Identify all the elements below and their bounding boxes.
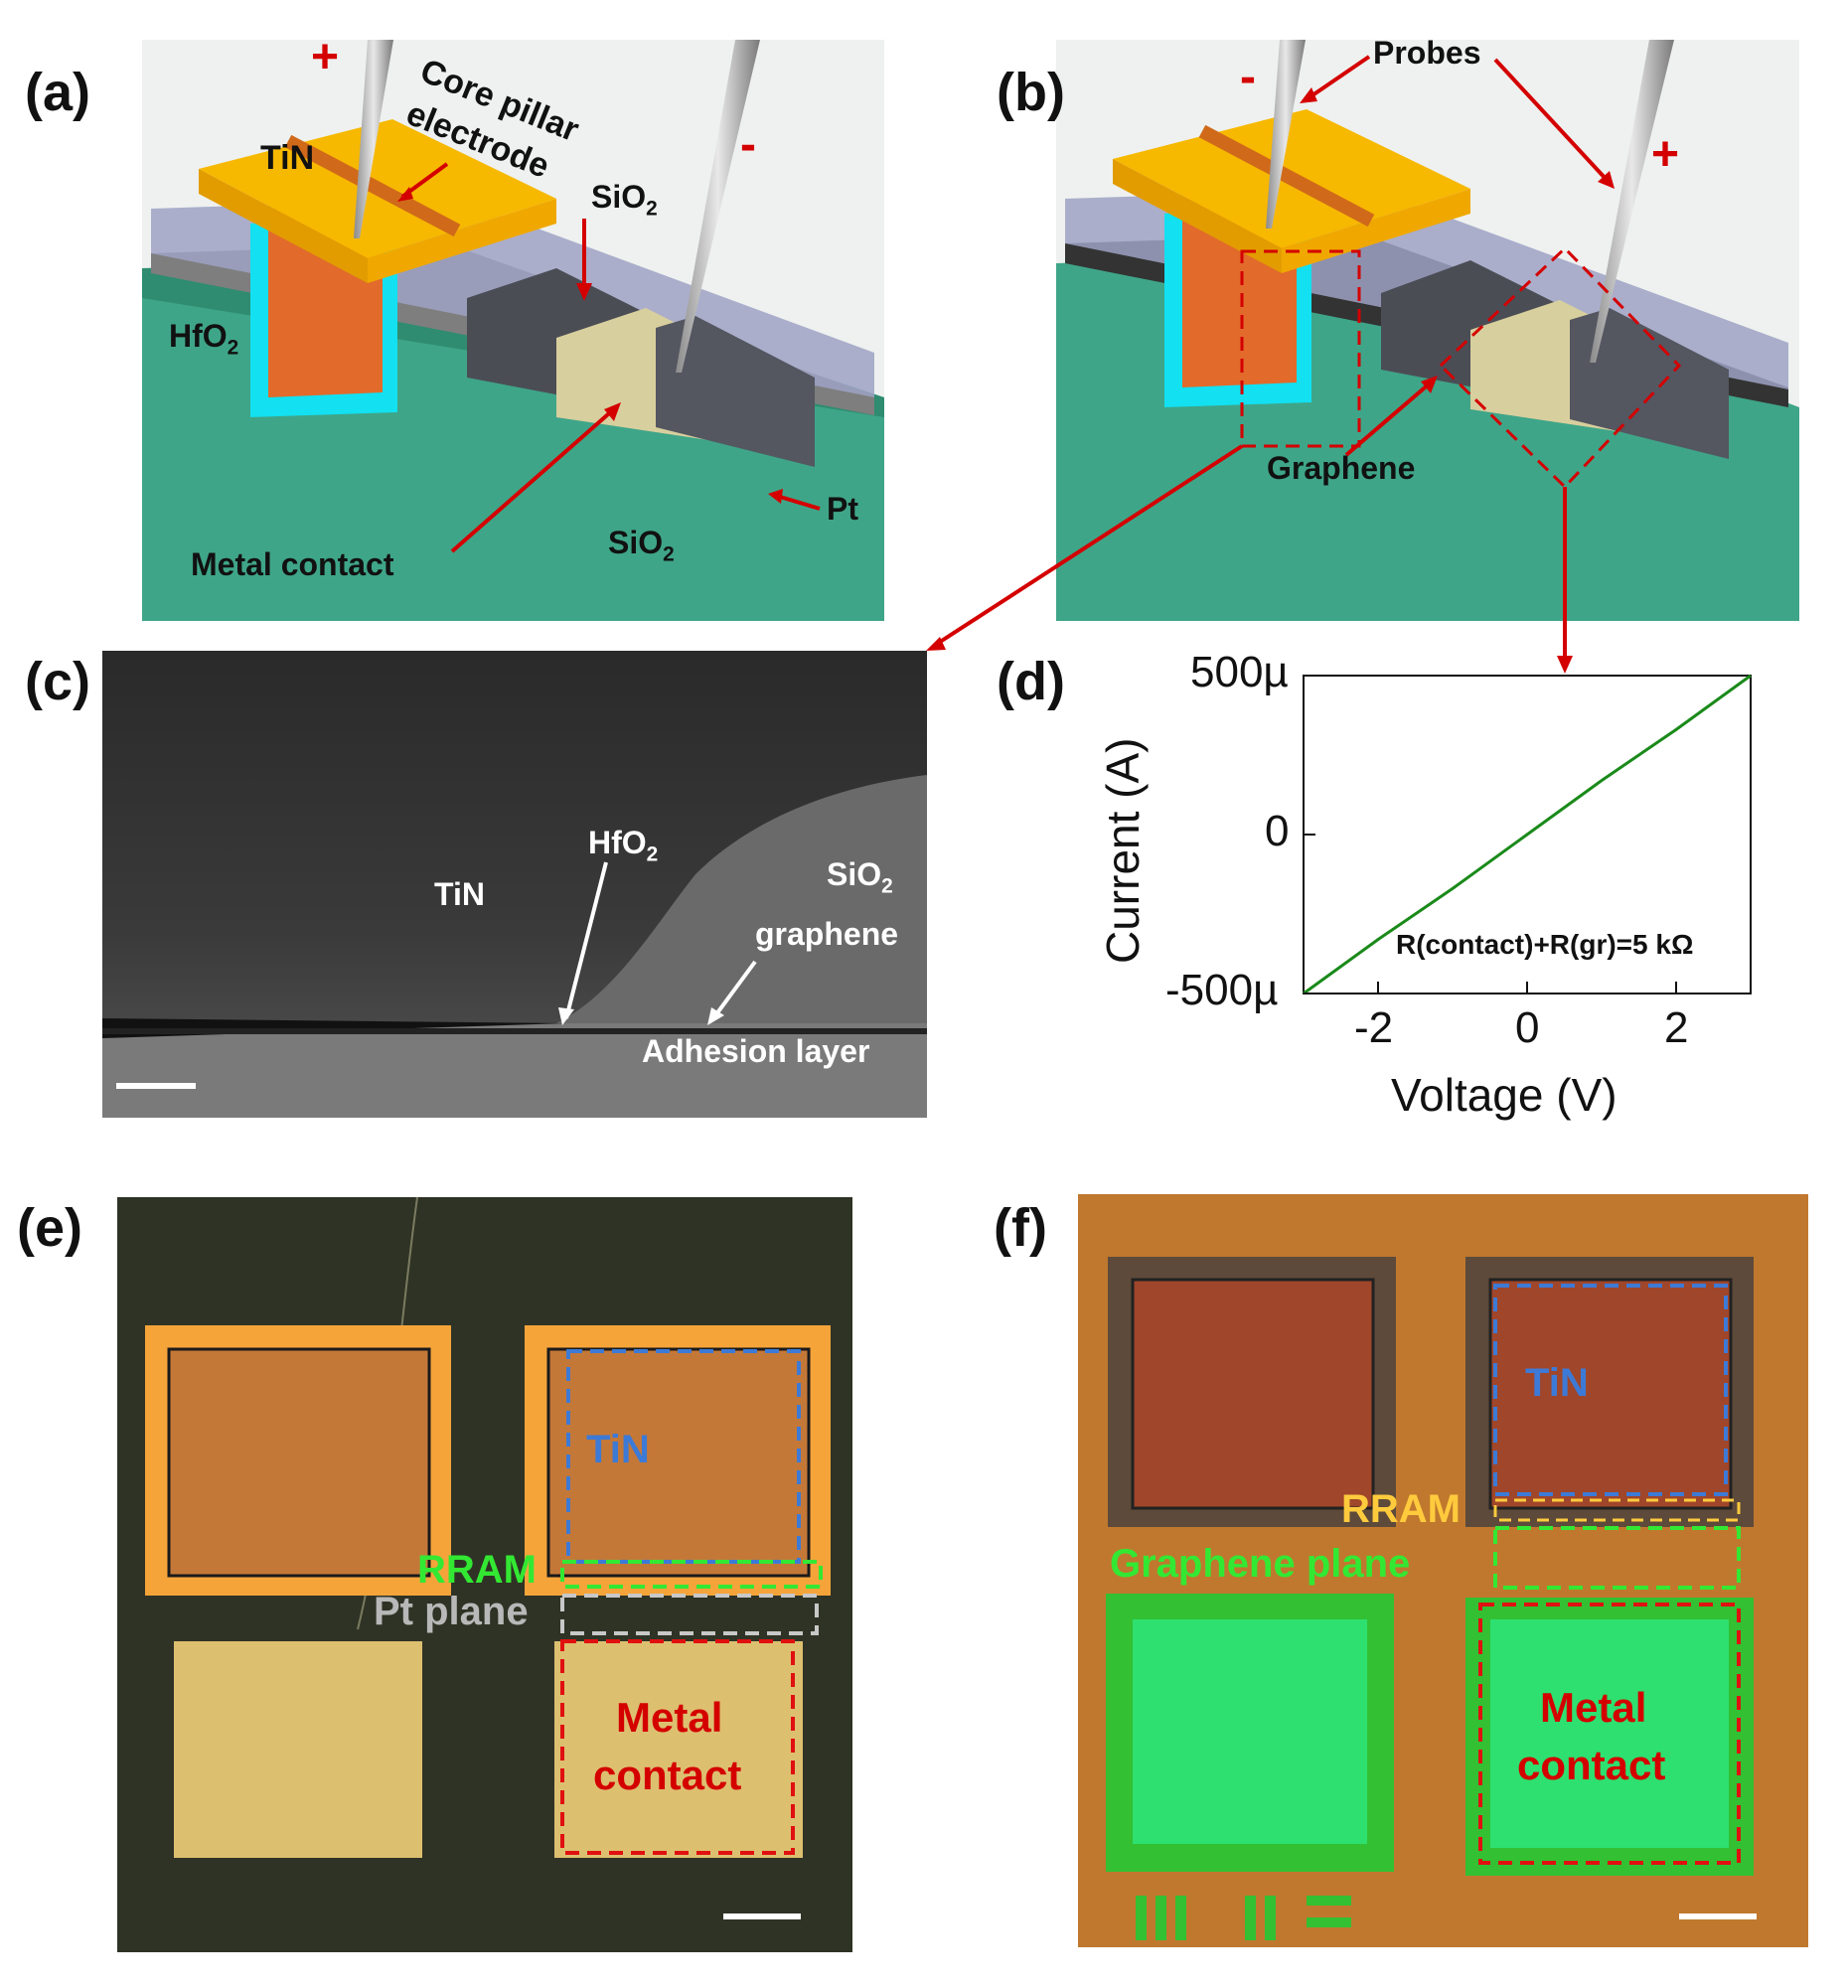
label-contact: contact <box>1517 1742 1666 1788</box>
y-tick-label: 0 <box>1265 807 1290 855</box>
panel-label-a: (a) <box>25 63 90 122</box>
x-tick-label: -2 <box>1354 1003 1394 1052</box>
label-sio2-top: SiO2 <box>591 179 658 221</box>
label-probes: Probes <box>1373 35 1481 71</box>
panel-label-d: (d) <box>997 652 1065 711</box>
y-axis-label: Current (A) <box>1097 737 1149 964</box>
chart-annotation: R(contact)+R(gr)=5 kΩ <box>1396 929 1694 960</box>
label-graphene-plane: Graphene plane <box>1110 1542 1411 1586</box>
label-hfo2: HfO2 <box>169 318 239 360</box>
label-sio2: SiO2 <box>827 856 893 898</box>
label-tin: TiN <box>1525 1361 1589 1405</box>
panel-c-tem-image <box>102 651 927 1118</box>
polarity-plus: + <box>1651 128 1680 181</box>
x-axis-label: Voltage (V) <box>1391 1069 1617 1121</box>
series-line-0 <box>1303 674 1752 995</box>
label-metal-contact: Metal contact <box>191 546 394 582</box>
label-adhesion-layer: Adhesion layer <box>642 1033 870 1069</box>
label-tin: TiN <box>434 876 485 912</box>
scale-bar <box>723 1913 801 1919</box>
scale-bar <box>116 1083 196 1089</box>
polarity-plus: + <box>311 31 340 83</box>
label-rram: RRAM <box>1341 1487 1461 1531</box>
label-contact: contact <box>593 1752 742 1798</box>
alignment-marks <box>1136 1896 1351 1940</box>
label-hfo2: HfO2 <box>588 825 659 866</box>
panel-label-b: (b) <box>997 63 1065 122</box>
label-metal: Metal <box>616 1694 723 1741</box>
label-metal: Metal <box>1540 1684 1647 1731</box>
panel-label-f: (f) <box>994 1198 1047 1258</box>
panel-b-illustration <box>926 40 1799 674</box>
label-sio2-bottom: SiO2 <box>608 525 675 566</box>
label-pt-plane: Pt plane <box>374 1590 529 1633</box>
label-graphene: Graphene <box>1267 450 1416 486</box>
polarity-minus: - <box>740 118 756 171</box>
panel-label-c: (c) <box>25 652 90 711</box>
scale-bar <box>1679 1913 1757 1919</box>
label-tin: TiN <box>260 139 315 177</box>
label-rram: RRAM <box>417 1548 537 1592</box>
panel-f-optical <box>1078 1194 1808 1947</box>
x-tick-label: 0 <box>1515 1003 1540 1052</box>
label-tin: TiN <box>586 1428 650 1471</box>
label-pt: Pt <box>827 491 858 527</box>
y-tick-label: -500µ <box>1165 966 1279 1014</box>
panel-d-chart <box>1303 674 1752 995</box>
label-graphene: graphene <box>755 916 899 952</box>
y-tick-label: 500µ <box>1190 648 1289 696</box>
panel-a-illustration <box>142 40 884 621</box>
polarity-minus: - <box>1240 51 1256 103</box>
panel-label-e: (e) <box>17 1198 82 1258</box>
panel-e-optical <box>117 1196 852 1952</box>
x-tick-label: 2 <box>1664 1003 1689 1052</box>
